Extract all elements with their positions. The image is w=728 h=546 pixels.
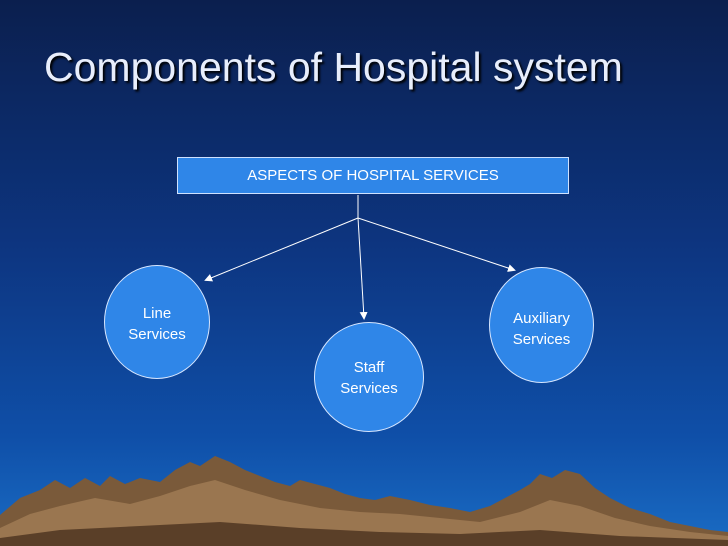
node-staff-services: Staff Services [314, 322, 424, 432]
node-line-services: Line Services [104, 265, 210, 379]
node-auxiliary-services-label-2: Services [512, 331, 571, 348]
arrow-to-line-services [204, 217, 359, 282]
node-line-services-label-2: Services [128, 326, 186, 343]
mountain-landscape-illustration [0, 456, 728, 546]
slide-title: Components of Hospital system [44, 44, 623, 90]
arrow-to-auxiliary-services [357, 217, 516, 272]
node-staff-services-label-1: Staff [353, 359, 385, 376]
arrow-to-staff-services [357, 217, 368, 320]
node-auxiliary-services-label-1: Auxiliary [513, 310, 570, 327]
root-node-box: ASPECTS OF HOSPITAL SERVICES [177, 157, 569, 194]
node-auxiliary-services: Auxiliary Services [489, 267, 594, 383]
node-staff-services-label-2: Services [340, 380, 398, 397]
node-line-services-label-1: Line [142, 305, 172, 322]
